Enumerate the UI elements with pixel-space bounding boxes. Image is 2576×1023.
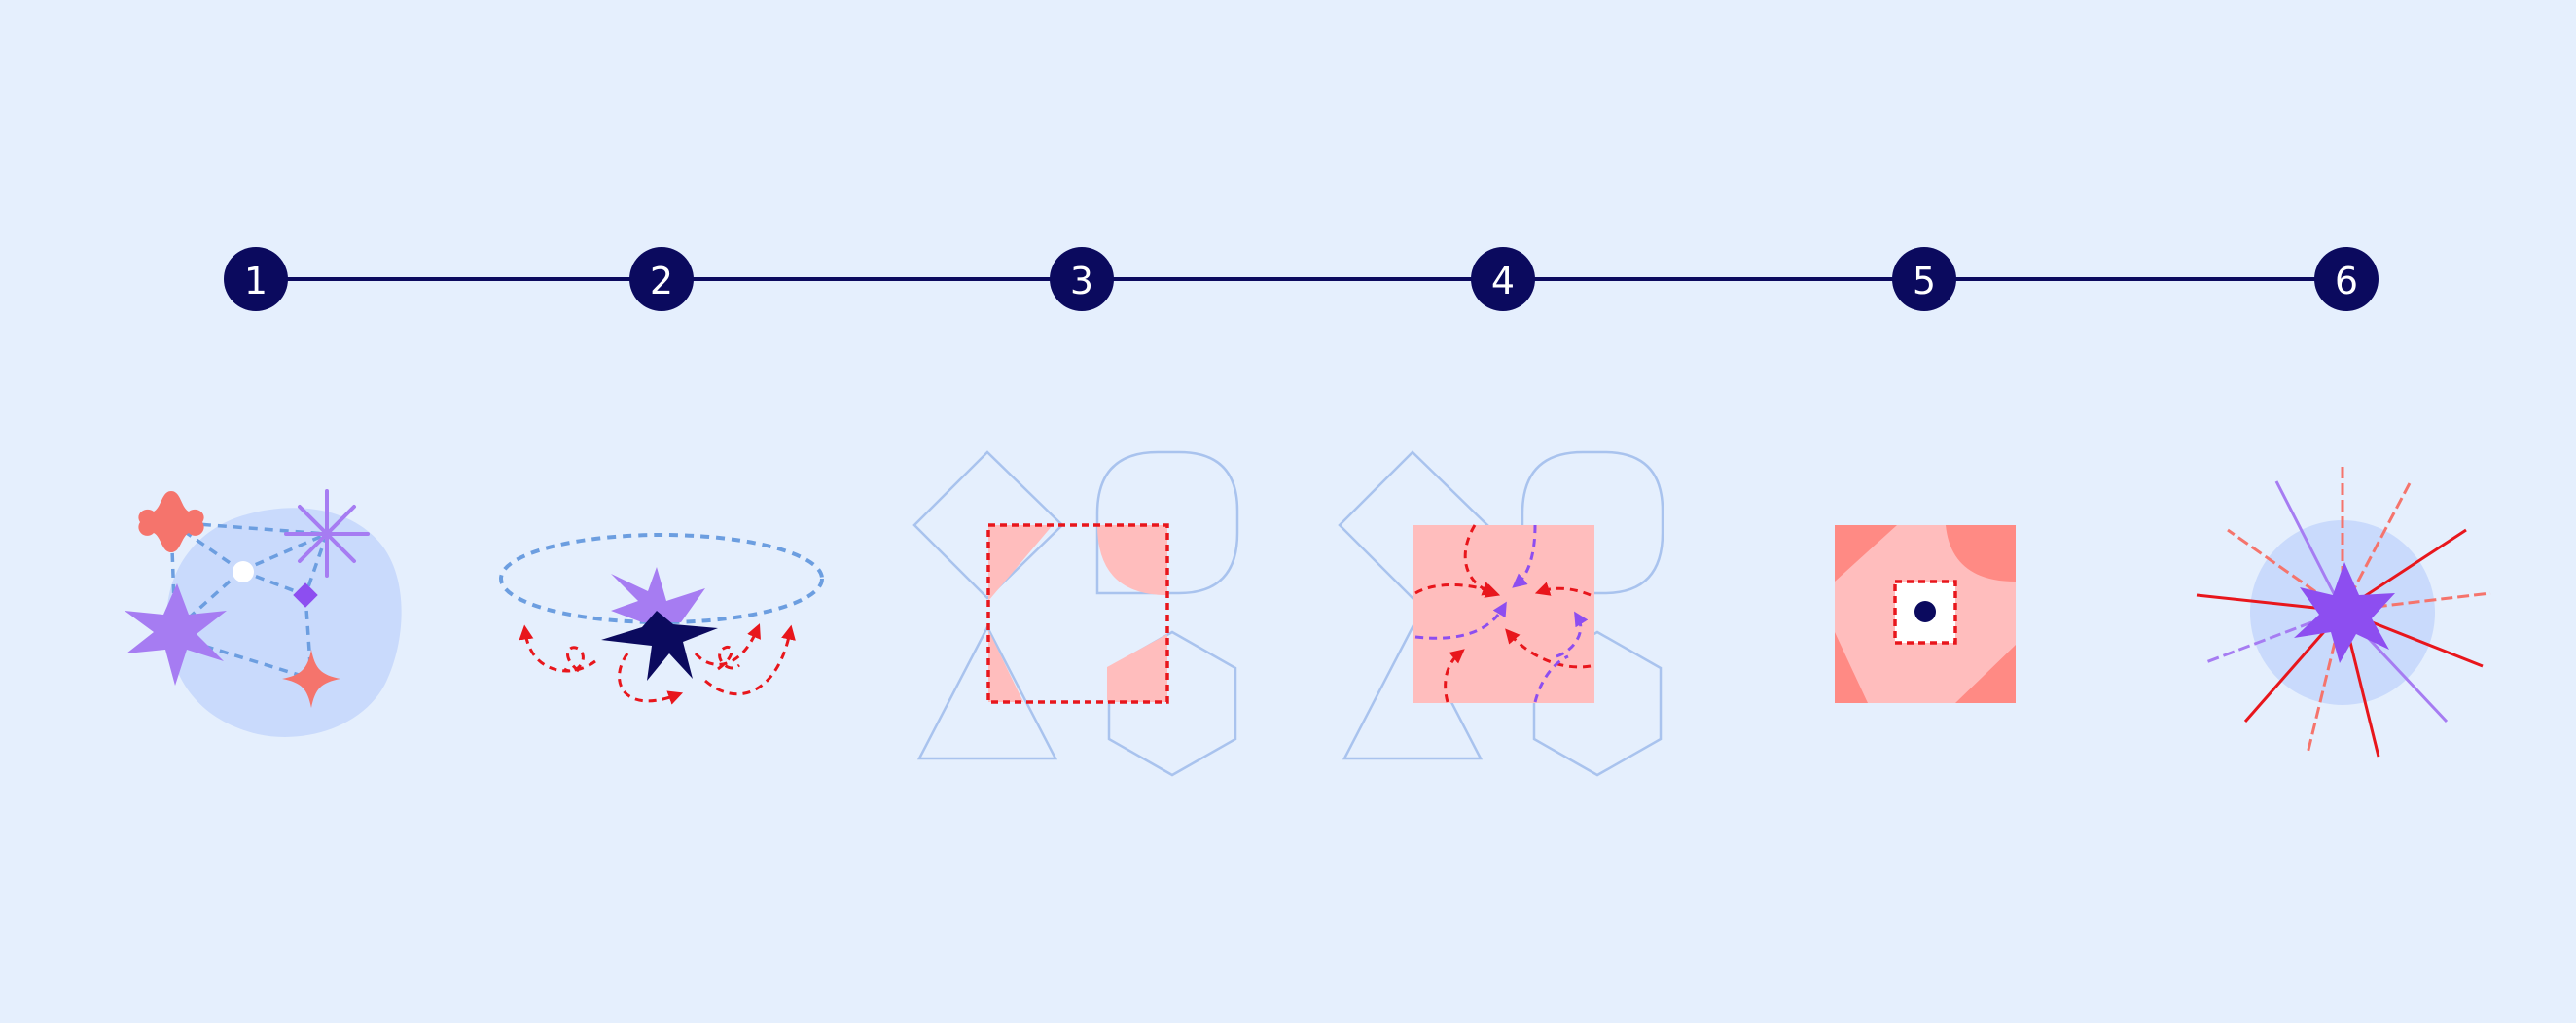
outline-shapes-4 [1338, 450, 1664, 777]
step-circle-2 [629, 247, 694, 311]
radiating-star-icon [2196, 465, 2491, 758]
step-number-2: 2 [650, 260, 673, 302]
step-marker-3: 3 [1050, 247, 1114, 311]
step-circle-1 [224, 247, 288, 311]
step-marker-1: 1 [224, 247, 288, 311]
shape-flow-icon [1338, 450, 1664, 777]
shape-selection-icon [912, 450, 1239, 777]
constellation-icon [125, 489, 402, 737]
pink-fragments [988, 525, 1167, 702]
step-number-6: 6 [2335, 260, 2358, 302]
step-circle-4 [1471, 247, 1535, 311]
outline-rounded-square [1095, 450, 1239, 595]
coral-flower-icon [138, 491, 204, 552]
sparkle-icon [284, 489, 370, 578]
outline-hexagon [1107, 630, 1237, 777]
step-marker-6: 6 [2314, 247, 2379, 311]
outline-shapes [912, 450, 1239, 777]
dark-pink-corners [1835, 525, 2016, 703]
orbit-loops-icon [499, 533, 824, 705]
navy-star-icon [601, 611, 718, 681]
step-circle-5 [1892, 247, 1956, 311]
step-circle-3 [1050, 247, 1114, 311]
step-marker-4: 4 [1471, 247, 1535, 311]
diamond-node [293, 582, 318, 608]
focus-dot [1914, 601, 1936, 622]
violet-star-icon [2294, 562, 2395, 663]
purple-burst-icon [611, 567, 705, 622]
purple-star-icon [125, 583, 227, 686]
step-number-4: 4 [1491, 260, 1515, 302]
step-marker-5: 5 [1892, 247, 1956, 311]
flow-arrows [1414, 524, 1592, 703]
blob-shape [166, 508, 402, 737]
step-marker-2: 2 [629, 247, 694, 311]
coral-four-point-star-icon [282, 650, 340, 708]
step-circle-6 [2314, 247, 2379, 311]
step-number-1: 1 [244, 260, 268, 302]
step-number-3: 3 [1070, 260, 1093, 302]
selection-box [986, 523, 1169, 704]
focus-point-icon [1835, 525, 2016, 703]
outline-diamond [912, 450, 1064, 600]
pink-panel [1413, 525, 1594, 703]
step-number-5: 5 [1913, 260, 1936, 302]
loop-arrows [519, 623, 796, 705]
outline-triangle [916, 624, 1058, 760]
white-node [233, 561, 254, 582]
